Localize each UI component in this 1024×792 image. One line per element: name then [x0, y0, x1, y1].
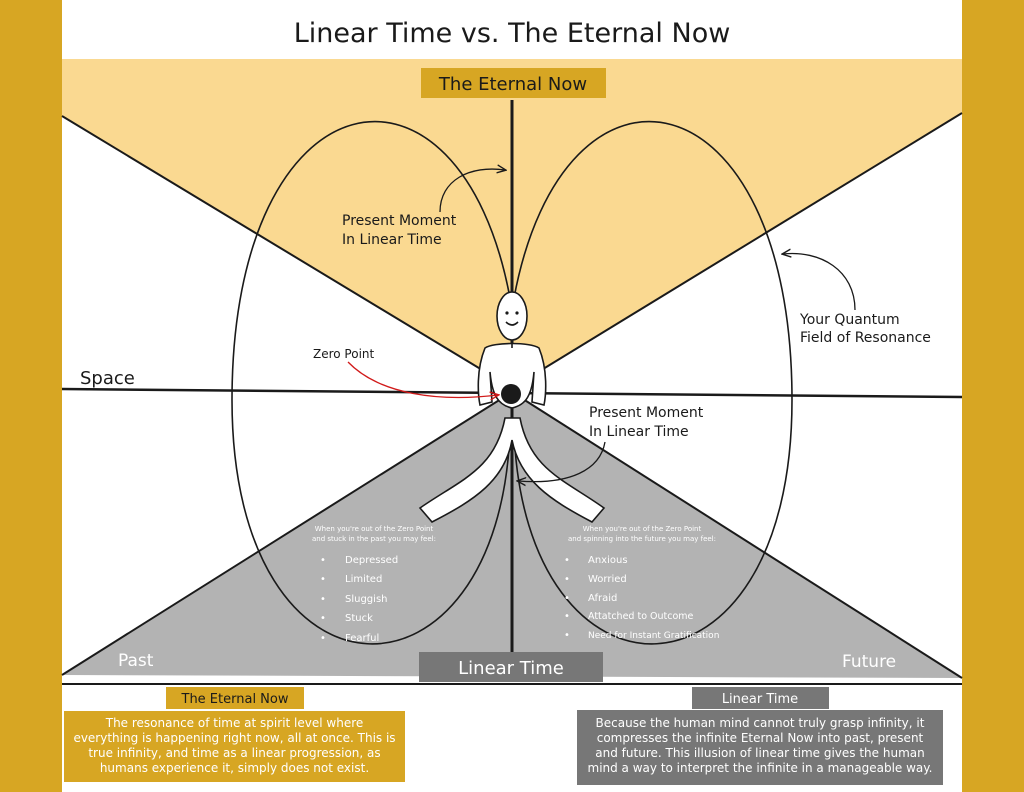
- past-item: Stuck: [345, 613, 373, 624]
- future-feelings-panel: When you're out of the Zero Point and sp…: [564, 525, 719, 641]
- future-item-bullet: •: [564, 555, 570, 566]
- linear-time-banner: [419, 652, 603, 682]
- past-item-bullet: •: [320, 594, 326, 605]
- figure-head: [496, 291, 528, 341]
- future-item-bullet: •: [564, 630, 570, 641]
- future-item-bullet: •: [564, 611, 570, 622]
- eternal-now-heading: The Eternal Now: [181, 692, 289, 707]
- eternal-now-description: The resonance of time at spirit level wh…: [64, 711, 405, 782]
- past-item-bullet: •: [320, 613, 326, 624]
- zero-point-dot: [501, 384, 521, 404]
- eternal-now-heading-bg: [166, 687, 304, 709]
- future-intro-line1: When you're out of the Zero Point: [583, 525, 702, 533]
- future-item: Need for Instant Gratification: [588, 631, 719, 641]
- quantum-field-left-loop: [231, 120, 511, 645]
- triangle-left-edge: [61, 391, 513, 676]
- eternal-now-banner-label: The Eternal Now: [438, 74, 587, 95]
- past-item-bullet: •: [320, 574, 326, 585]
- past-intro-line2: and stuck in the past you may feel:: [312, 535, 436, 543]
- figure-left-eye: [505, 311, 509, 315]
- arrow-quantum-field: [783, 253, 856, 311]
- past-intro-line1: When you're out of the Zero Point: [315, 525, 434, 533]
- present-moment-right-line2: In Linear Time: [589, 424, 689, 440]
- eternal-now-banner: [421, 68, 606, 98]
- past-item-bullet: •: [320, 555, 326, 566]
- quantum-field-line1: Your Quantum: [799, 312, 900, 328]
- linear-time-heading: Linear Time: [722, 692, 798, 707]
- past-item: Depressed: [345, 555, 398, 566]
- future-item-bullet: •: [564, 574, 570, 585]
- figure-right-eye: [515, 311, 519, 315]
- page-title: Linear Time vs. The Eternal Now: [294, 18, 731, 49]
- triangle-right-edge: [511, 391, 963, 679]
- right-gold-border: [962, 0, 1024, 792]
- linear-time-heading-bg: [692, 687, 829, 709]
- wedge-right-edge: [511, 112, 963, 389]
- linear-time-description: Because the human mind cannot truly gras…: [577, 710, 943, 785]
- future-item: Anxious: [588, 555, 628, 566]
- future-item: Worried: [588, 574, 627, 585]
- quantum-field-right-loop: [513, 120, 793, 645]
- past-item: Fearful: [345, 633, 379, 644]
- left-gold-border: [0, 0, 62, 792]
- wedge-left-edge: [61, 115, 513, 389]
- future-item: Attatched to Outcome: [588, 611, 694, 622]
- future-item-bullet: •: [564, 593, 570, 604]
- past-feelings-panel: When you're out of the Zero Point and st…: [312, 525, 436, 644]
- present-moment-top-line1: Present Moment: [342, 213, 457, 229]
- figure-legs: [418, 417, 606, 524]
- arrow-present-moment-top: [439, 169, 505, 213]
- past-item: Limited: [345, 574, 382, 585]
- future-item: Afraid: [588, 593, 617, 604]
- future-intro-line2: and spinning into the future you may fee…: [568, 535, 716, 543]
- linear-time-banner-label: Linear Time: [458, 658, 564, 679]
- present-moment-right-line1: Present Moment: [589, 405, 704, 421]
- zero-point-label: Zero Point: [313, 347, 375, 361]
- quantum-field-line2: Field of Resonance: [800, 330, 931, 346]
- arrow-present-moment-right: [518, 441, 606, 482]
- figure-smile: [505, 321, 519, 326]
- future-label: Future: [842, 652, 896, 672]
- present-moment-top-line2: In Linear Time: [342, 232, 442, 248]
- space-label: Space: [80, 368, 135, 389]
- past-item-bullet: •: [320, 633, 326, 644]
- past-label: Past: [118, 651, 154, 671]
- past-item: Sluggish: [345, 594, 388, 605]
- arrow-zero-point: [347, 361, 498, 397]
